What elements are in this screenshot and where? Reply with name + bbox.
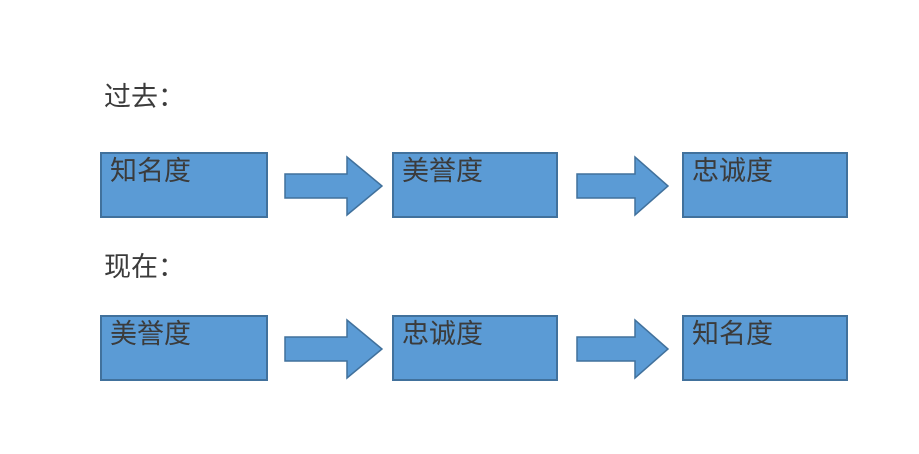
flow-box-label: 忠诚度 <box>402 319 483 349</box>
flow-box-past-step-1[interactable]: 知名度 <box>100 152 268 218</box>
right-arrow-icon <box>284 155 383 217</box>
flow-box-now-step-2[interactable]: 忠诚度 <box>392 315 558 381</box>
flow-box-past-step-2[interactable]: 美誉度 <box>392 152 558 218</box>
flow-box-label: 忠诚度 <box>692 156 773 186</box>
flow-box-label: 知名度 <box>110 156 191 186</box>
flow-box-label: 美誉度 <box>402 156 483 186</box>
flow-box-label: 知名度 <box>692 319 773 349</box>
right-arrow-icon <box>576 155 669 217</box>
flow-box-past-step-3[interactable]: 忠诚度 <box>682 152 848 218</box>
right-arrow-icon <box>284 318 383 380</box>
flow-box-now-step-3[interactable]: 知名度 <box>682 315 848 381</box>
section-caption-past: 过去： <box>104 82 185 112</box>
right-arrow-icon <box>576 318 669 380</box>
section-caption-now: 现在： <box>104 252 185 282</box>
flow-box-now-step-1[interactable]: 美誉度 <box>100 315 268 381</box>
flow-box-label: 美誉度 <box>110 319 191 349</box>
